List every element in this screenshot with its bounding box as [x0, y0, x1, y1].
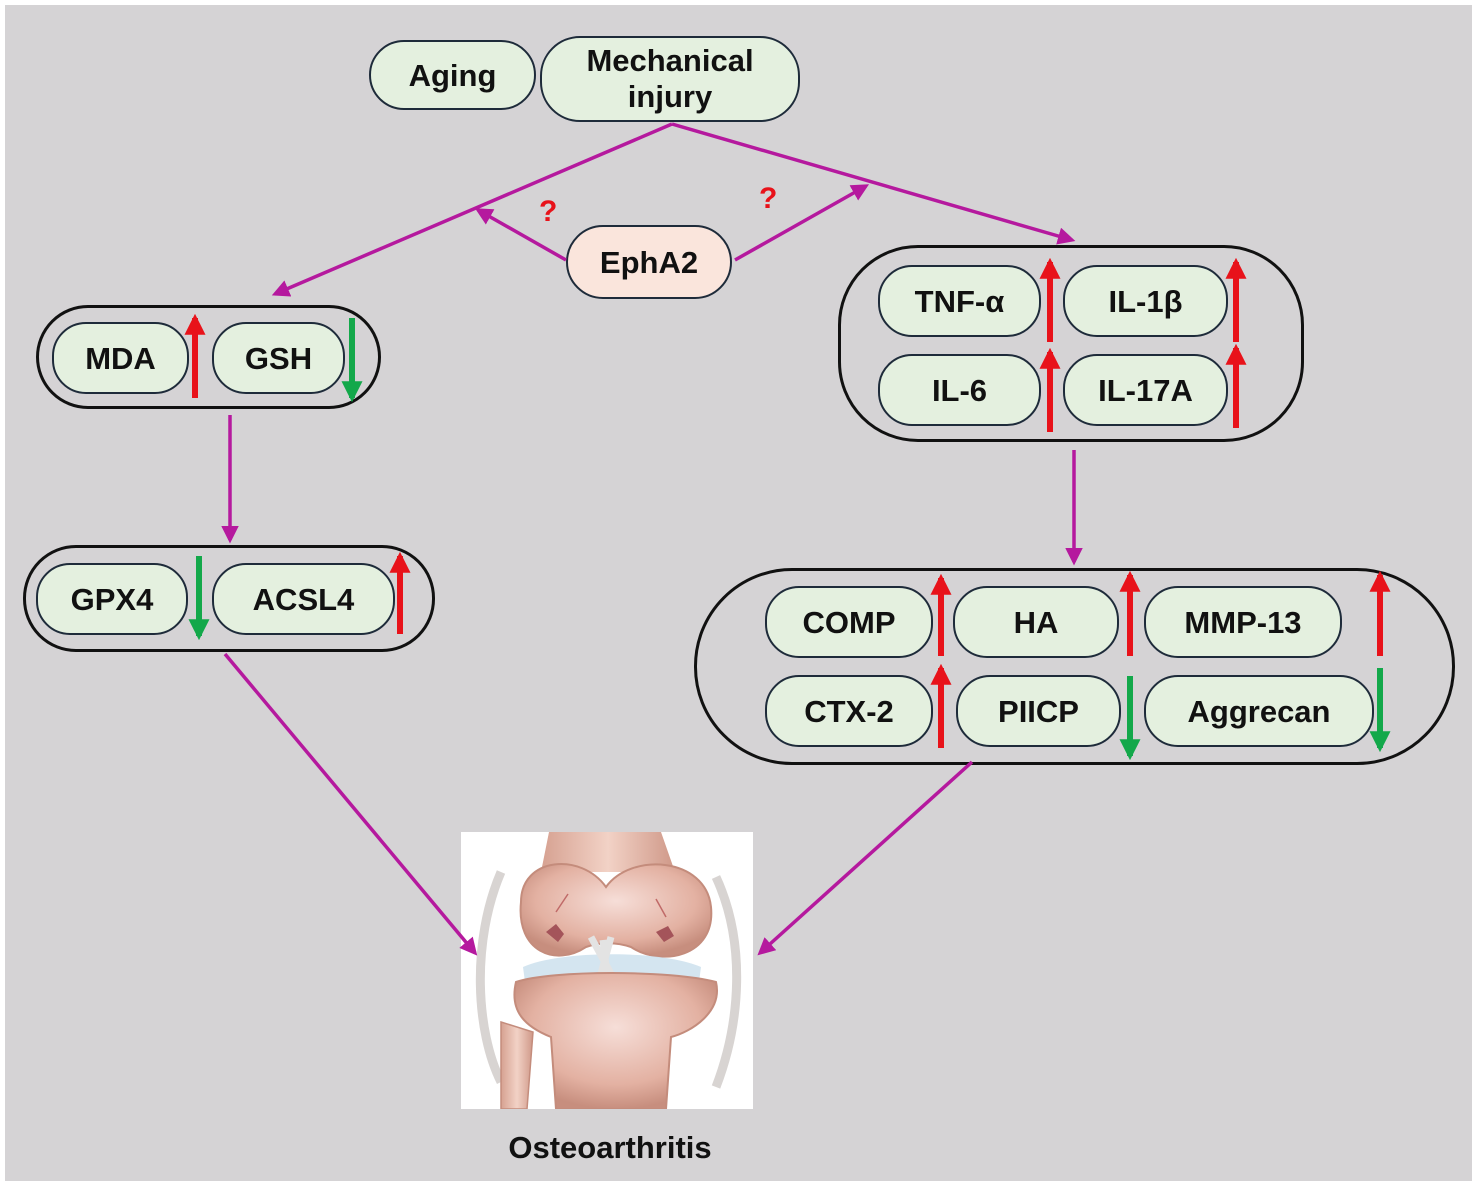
il-1b-label: IL-1β — [1108, 283, 1183, 319]
gsh-label: GSH — [244, 340, 313, 376]
comp-node: COMP — [765, 586, 933, 658]
cartilage-marker-group — [694, 568, 1455, 765]
gpx4-label: GPX4 — [70, 581, 154, 617]
arrow-markers-to-oa — [757, 760, 974, 956]
arrow-injury-to-cytokines — [671, 122, 1076, 245]
ferroptosis-group — [23, 545, 435, 652]
mmp-13-node: MMP-13 — [1144, 586, 1342, 658]
gsh-node: GSH — [212, 322, 345, 394]
arrow-ferroptosis-to-oa — [223, 652, 478, 956]
aggrecan-node: Aggrecan — [1144, 675, 1374, 747]
acsl4-node: ACSL4 — [212, 563, 395, 635]
epha2-label: EphA2 — [599, 244, 699, 280]
question-mark-right: ? — [759, 182, 778, 215]
il-6-label: IL-6 — [931, 372, 988, 408]
ha-node: HA — [953, 586, 1119, 658]
oxidative-stress-group — [36, 305, 381, 409]
aggrecan-label: Aggrecan — [1187, 693, 1331, 729]
tnf-alpha-label: TNF-α — [914, 283, 1005, 319]
acsl4-label: ACSL4 — [252, 581, 355, 617]
injury-label: injury — [627, 79, 713, 114]
piicp-node: PIICP — [956, 675, 1121, 747]
mechanical-label: Mechanical — [586, 43, 754, 79]
ha-label: HA — [1013, 604, 1059, 640]
piicp-label: PIICP — [998, 693, 1079, 729]
gpx4-node: GPX4 — [36, 563, 188, 635]
mechanical-injury-node: Mechanical injury — [540, 36, 800, 122]
question-mark-left: ? — [539, 195, 558, 228]
mda-node: MDA — [52, 322, 189, 394]
il-6-node: IL-6 — [878, 354, 1041, 426]
il-1b-node: IL-1β — [1063, 265, 1228, 337]
mmp-13-label: MMP-13 — [1184, 604, 1302, 640]
epha2-node: EphA2 — [566, 225, 732, 299]
ctx-2-node: CTX-2 — [765, 675, 933, 747]
knee-joint-illustration — [461, 832, 753, 1109]
arrow-epha2-left — [474, 208, 567, 262]
ctx-2-label: CTX-2 — [804, 693, 894, 729]
aging-node: Aging — [369, 40, 536, 110]
tnf-alpha-node: TNF-α — [878, 265, 1041, 337]
il-17a-node: IL-17A — [1063, 354, 1228, 426]
osteoarthritis-title: Osteoarthritis — [508, 1130, 712, 1165]
comp-label: COMP — [802, 604, 896, 640]
il-17a-label: IL-17A — [1098, 372, 1193, 408]
aging-label: Aging — [408, 57, 497, 93]
arrow-injury-to-oxidative — [271, 122, 673, 297]
cytokine-group — [838, 245, 1304, 442]
arrow-epha2-right — [734, 184, 870, 262]
mda-label: MDA — [85, 340, 156, 376]
